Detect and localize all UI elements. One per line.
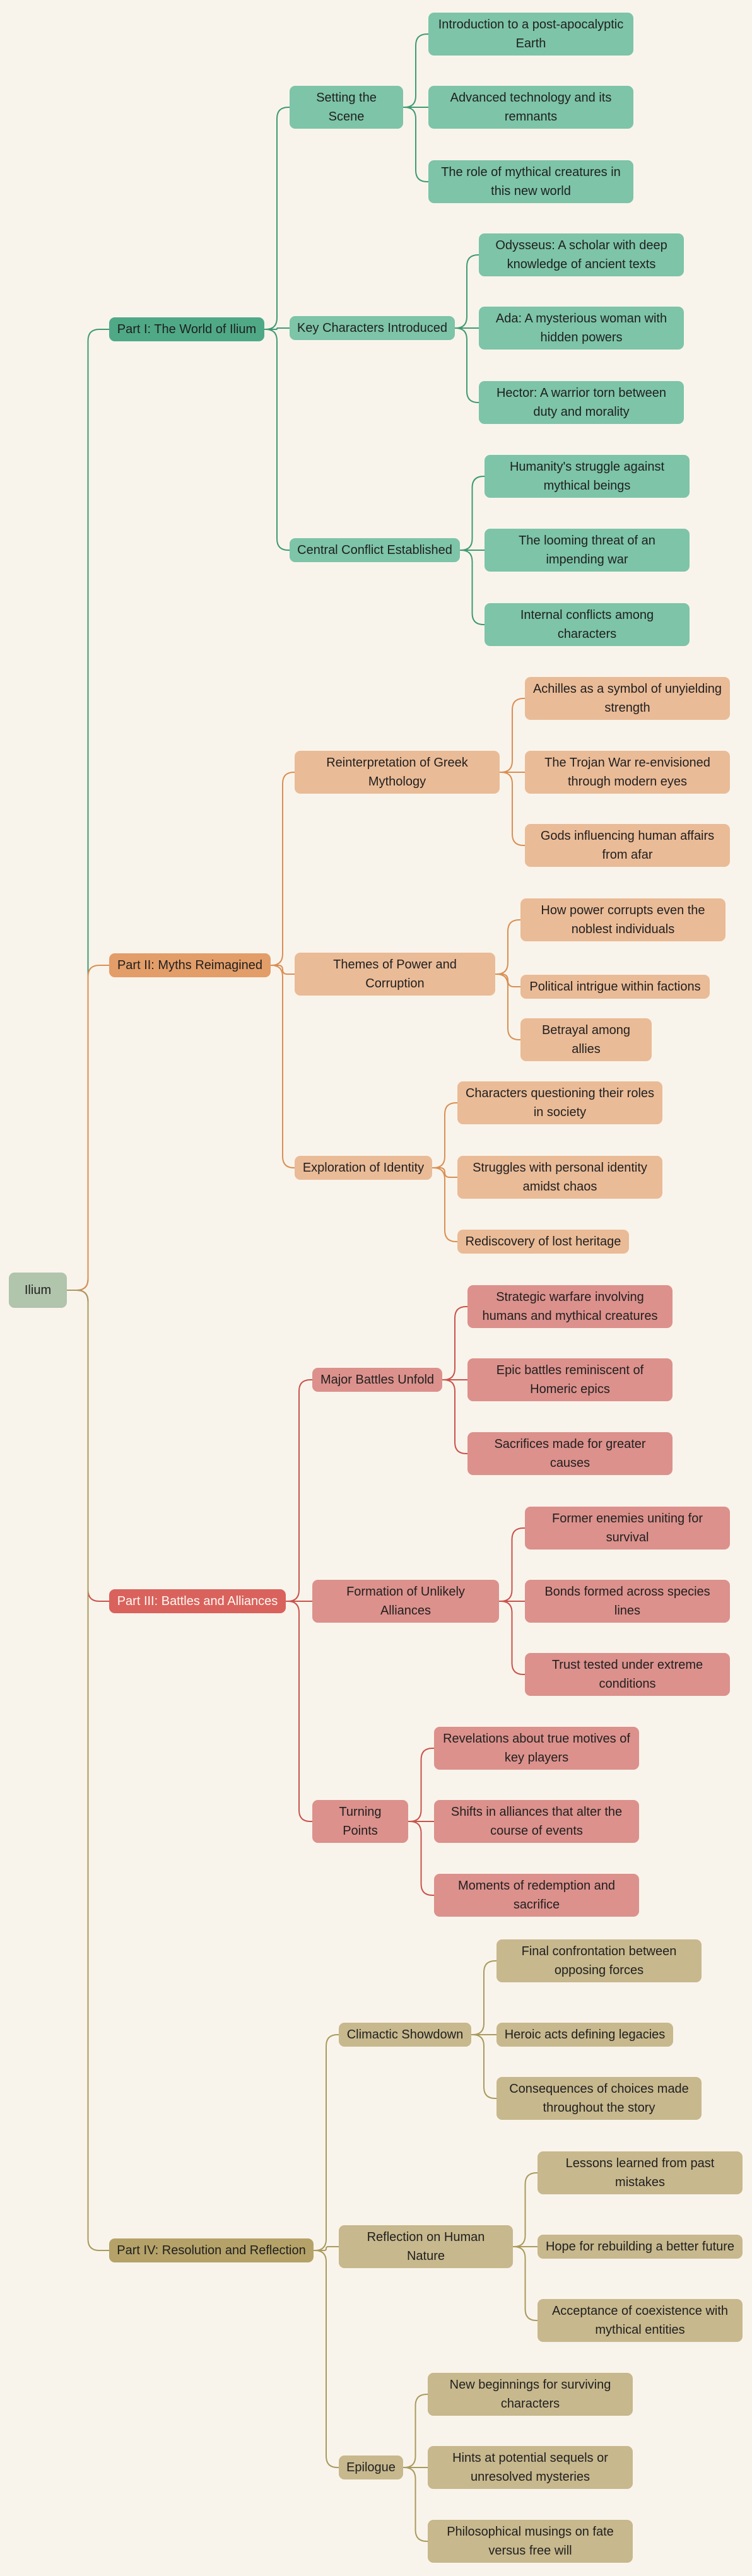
connector-line [499, 1601, 525, 1675]
connector-line [442, 1306, 467, 1380]
section-node-climactic-showdown[interactable]: Climactic Showdown [339, 2023, 471, 2047]
leaf-node-hints-at-potential-sequels-or-unresolved[interactable]: Hints at potential sequels or unresolved… [428, 2446, 633, 2489]
leaf-node-lessons-learned-from-past-mistakes[interactable]: Lessons learned from past mistakes [538, 2151, 743, 2194]
part-node-part-ii-myths-reimagined[interactable]: Part II: Myths Reimagined [109, 953, 271, 977]
leaf-node-how-power-corrupts-even-the-noblest-indi[interactable]: How power corrupts even the noblest indi… [520, 898, 726, 941]
connector-line [471, 1960, 496, 2035]
connector-line [408, 1821, 434, 1896]
leaf-node-consequences-of-choices-made-throughout-[interactable]: Consequences of choices made throughout … [496, 2077, 702, 2120]
connector-line [455, 254, 479, 329]
leaf-node-internal-conflicts-among-characters[interactable]: Internal conflicts among characters [485, 603, 690, 646]
root-node[interactable]: Ilium [9, 1273, 67, 1308]
leaf-node-hope-for-rebuilding-a-better-future[interactable]: Hope for rebuilding a better future [538, 2235, 743, 2259]
connector-line [460, 550, 485, 625]
connector-line [286, 1379, 312, 1602]
connector-line [432, 1167, 457, 1242]
connector-line [314, 2246, 339, 2251]
leaf-node-sacrifices-made-for-greater-causes[interactable]: Sacrifices made for greater causes [467, 1432, 673, 1475]
connector-line [500, 772, 525, 846]
leaf-node-political-intrigue-within-factions[interactable]: Political intrigue within factions [520, 975, 710, 999]
leaf-node-the-role-of-mythical-creatures-in-this-n[interactable]: The role of mythical creatures in this n… [428, 160, 633, 203]
connector-line [513, 2246, 538, 2321]
connector-line [442, 1379, 467, 1454]
section-node-key-characters-introduced[interactable]: Key Characters Introduced [290, 316, 455, 340]
connector-line [460, 476, 485, 551]
leaf-node-introduction-to-a-post-apocalyptic-earth[interactable]: Introduction to a post-apocalyptic Earth [428, 13, 633, 56]
leaf-node-shifts-in-alliances-that-alter-the-cours[interactable]: Shifts in alliances that alter the cours… [434, 1800, 639, 1843]
part-node-part-iv-resolution-and-reflection[interactable]: Part IV: Resolution and Reflection [109, 2238, 314, 2262]
connector-line [499, 1527, 525, 1602]
leaf-node-humanity-s-struggle-against-mythical-bei[interactable]: Humanity's struggle against mythical bei… [485, 455, 690, 498]
leaf-node-trust-tested-under-extreme-conditions[interactable]: Trust tested under extreme conditions [525, 1653, 730, 1696]
leaf-node-betrayal-among-allies[interactable]: Betrayal among allies [520, 1018, 652, 1061]
section-node-major-battles-unfold[interactable]: Major Battles Unfold [312, 1368, 442, 1392]
leaf-node-struggles-with-personal-identity-amidst-[interactable]: Struggles with personal identity amidst … [457, 1156, 662, 1199]
part-node-part-i-the-world-of-ilium[interactable]: Part I: The World of Ilium [109, 317, 264, 341]
connector-line [264, 327, 290, 330]
connector-line [403, 2394, 428, 2468]
leaf-node-acceptance-of-coexistence-with-mythical-[interactable]: Acceptance of coexistence with mythical … [538, 2299, 743, 2342]
leaf-node-ada-a-mysterious-woman-with-hidden-power[interactable]: Ada: A mysterious woman with hidden powe… [479, 307, 684, 350]
leaf-node-achilles-as-a-symbol-of-unyielding-stren[interactable]: Achilles as a symbol of unyielding stren… [525, 677, 730, 720]
connector-line [495, 919, 520, 975]
connector-line [471, 2034, 496, 2099]
leaf-node-former-enemies-uniting-for-survival[interactable]: Former enemies uniting for survival [525, 1507, 730, 1550]
section-node-exploration-of-identity[interactable]: Exploration of Identity [295, 1156, 432, 1180]
leaf-node-advanced-technology-and-its-remnants[interactable]: Advanced technology and its remnants [428, 86, 633, 129]
leaf-node-final-confrontation-between-opposing-for[interactable]: Final confrontation between opposing for… [496, 1939, 702, 1982]
connector-line [67, 1290, 109, 2251]
leaf-node-the-trojan-war-re-envisioned-through-mod[interactable]: The Trojan War re-envisioned through mod… [525, 751, 730, 794]
connector-line [264, 107, 290, 330]
connector-line [432, 1167, 457, 1178]
leaf-node-rediscovery-of-lost-heritage[interactable]: Rediscovery of lost heritage [457, 1230, 629, 1254]
connector-line [314, 2250, 339, 2468]
leaf-node-the-looming-threat-of-an-impending-war[interactable]: The looming threat of an impending war [485, 529, 690, 572]
connector-line [455, 327, 479, 403]
connector-line [271, 772, 295, 966]
section-node-epilogue[interactable]: Epilogue [339, 2455, 403, 2479]
connector-line [403, 2467, 428, 2542]
leaf-node-hector-a-warrior-torn-between-duty-and-m[interactable]: Hector: A warrior torn between duty and … [479, 381, 684, 424]
section-node-turning-points[interactable]: Turning Points [312, 1800, 408, 1843]
leaf-node-characters-questioning-their-roles-in-so[interactable]: Characters questioning their roles in so… [457, 1081, 662, 1124]
leaf-node-epic-battles-reminiscent-of-homeric-epic[interactable]: Epic battles reminiscent of Homeric epic… [467, 1358, 673, 1401]
connector-line [432, 1102, 457, 1168]
connector-line [408, 1748, 434, 1822]
connector-line [513, 2172, 538, 2247]
connector-line [271, 965, 295, 975]
leaf-node-moments-of-redemption-and-sacrifice[interactable]: Moments of redemption and sacrifice [434, 1874, 639, 1917]
leaf-node-strategic-warfare-involving-humans-and-m[interactable]: Strategic warfare involving humans and m… [467, 1285, 673, 1328]
connector-line [264, 329, 290, 551]
connector-line [495, 973, 520, 1040]
leaf-node-odysseus-a-scholar-with-deep-knowledge-o[interactable]: Odysseus: A scholar with deep knowledge … [479, 233, 684, 276]
section-node-reflection-on-human-nature[interactable]: Reflection on Human Nature [339, 2225, 513, 2268]
section-node-formation-of-unlikely-alliances[interactable]: Formation of Unlikely Alliances [312, 1580, 499, 1623]
leaf-node-revelations-about-true-motives-of-key-pl[interactable]: Revelations about true motives of key pl… [434, 1727, 639, 1770]
leaf-node-bonds-formed-across-species-lines[interactable]: Bonds formed across species lines [525, 1580, 730, 1623]
section-node-setting-the-scene[interactable]: Setting the Scene [290, 86, 403, 129]
leaf-node-new-beginnings-for-surviving-characters[interactable]: New beginnings for surviving characters [428, 2373, 633, 2416]
leaf-node-gods-influencing-human-affairs-from-afar[interactable]: Gods influencing human affairs from afar [525, 824, 730, 867]
leaf-node-philosophical-musings-on-fate-versus-fre[interactable]: Philosophical musings on fate versus fre… [428, 2520, 633, 2563]
connector-line [500, 698, 525, 773]
connector-line [314, 2034, 339, 2251]
connector-line [286, 1601, 312, 1822]
connector-line [495, 973, 520, 987]
connector-line [403, 33, 428, 108]
connector-line [271, 965, 295, 1168]
connector-line [403, 107, 428, 182]
section-node-central-conflict-established[interactable]: Central Conflict Established [290, 538, 460, 562]
connector-line [67, 965, 109, 1291]
section-node-themes-of-power-and-corruption[interactable]: Themes of Power and Corruption [295, 953, 495, 996]
leaf-node-heroic-acts-defining-legacies[interactable]: Heroic acts defining legacies [496, 2023, 673, 2047]
part-node-part-iii-battles-and-alliances[interactable]: Part III: Battles and Alliances [109, 1589, 286, 1613]
section-node-reinterpretation-of-greek-mythology[interactable]: Reinterpretation of Greek Mythology [295, 751, 500, 794]
